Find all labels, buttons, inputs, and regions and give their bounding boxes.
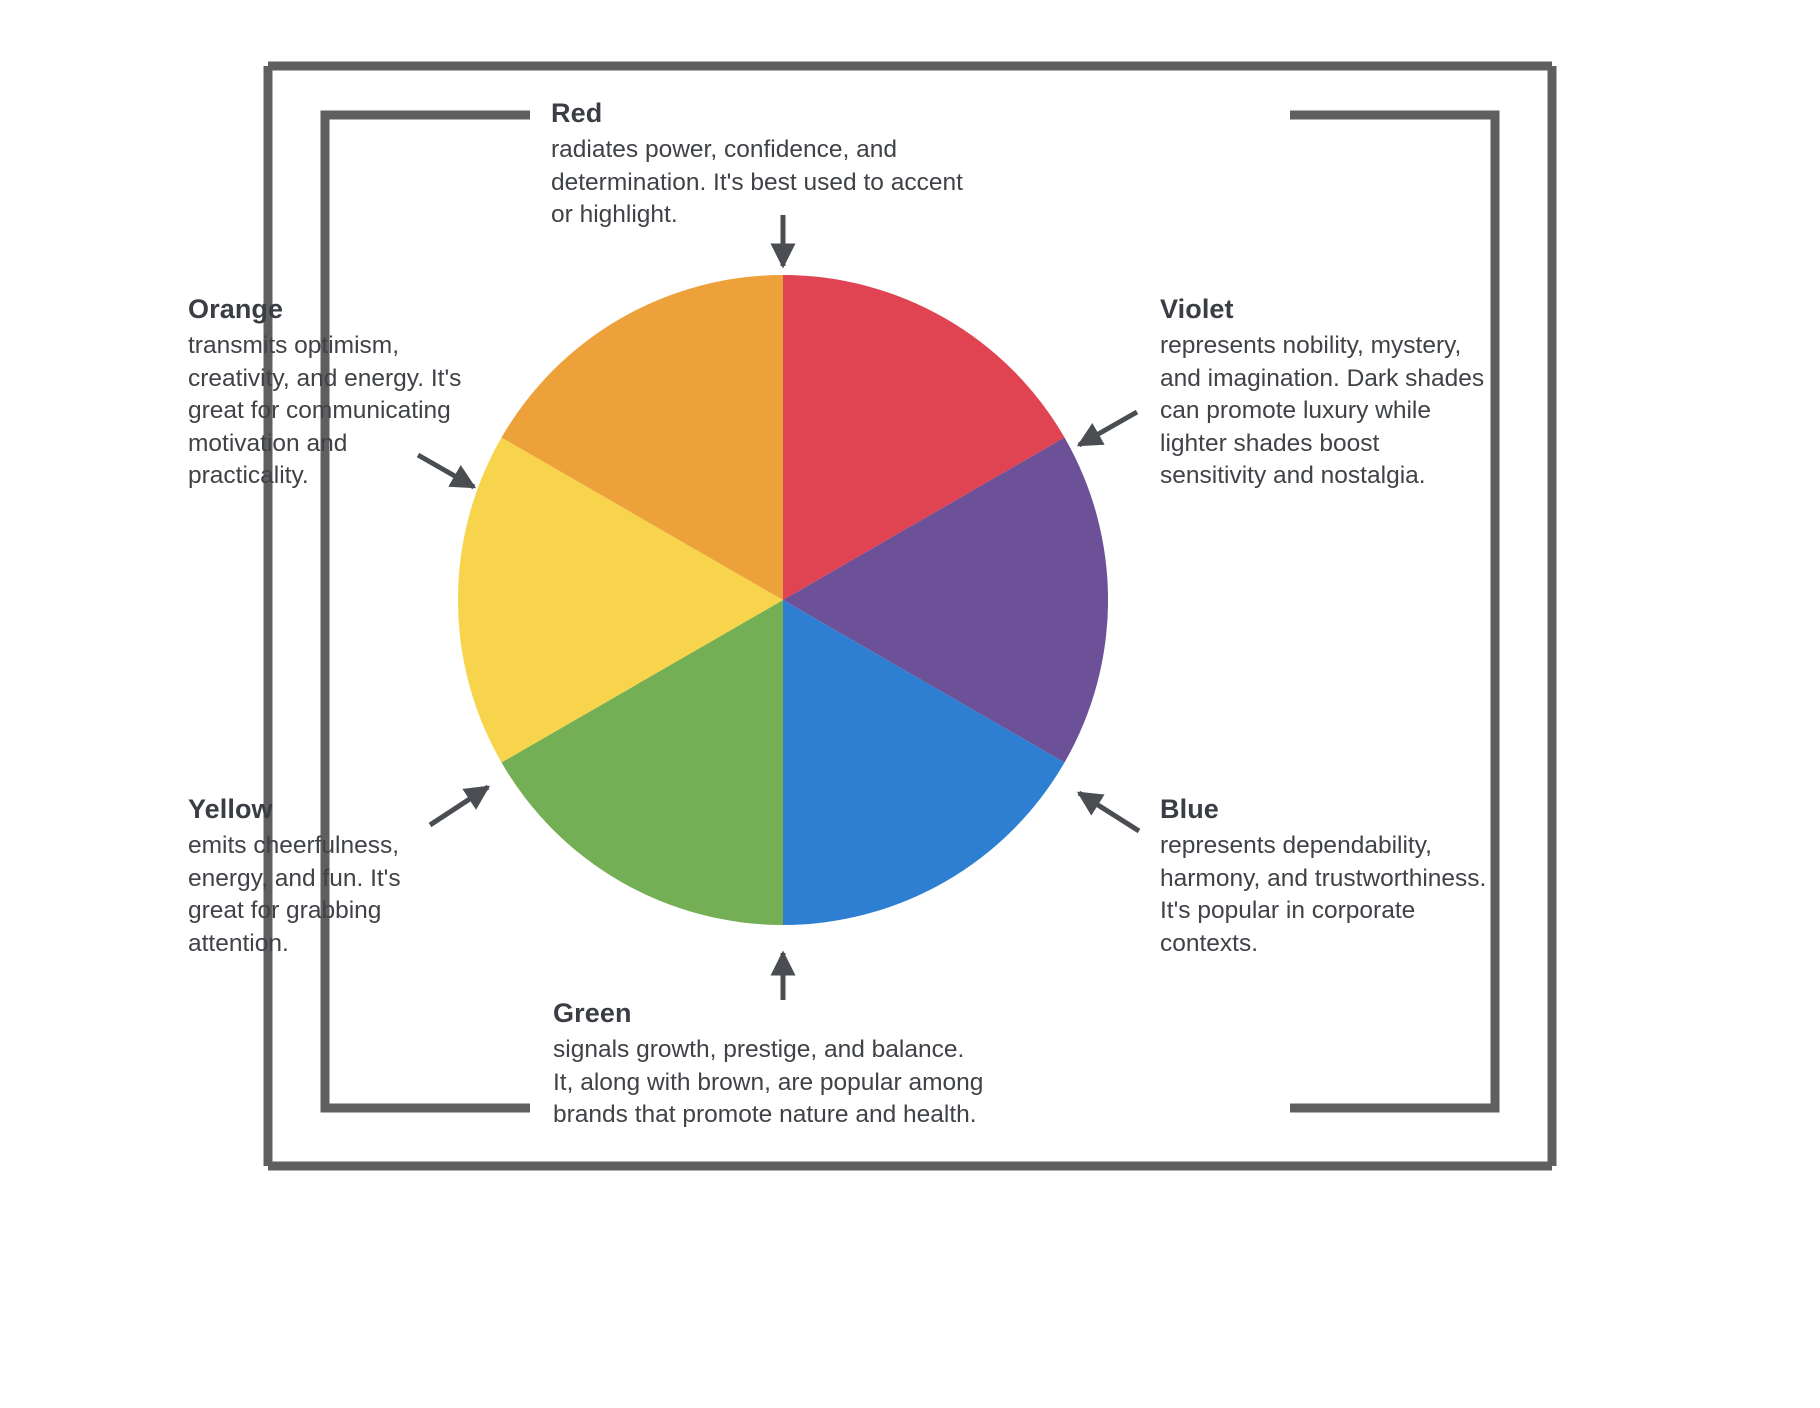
callout-orange-title: Orange xyxy=(188,294,284,324)
callout-yellow-description: emits cheerfulness, energy, and fun. It'… xyxy=(188,832,401,957)
wheel-segment-orange[interactable] xyxy=(501,275,784,600)
callout-blue-description: represents dependability, harmony, and t… xyxy=(1160,832,1487,957)
callout-yellow: Yellow emits cheerfulness, energy, and f… xyxy=(188,794,518,960)
callout-violet-description: represents nobility, mystery, and imagin… xyxy=(1160,332,1485,490)
color-wheel xyxy=(458,275,1108,925)
callout-blue: Blue represents dependability, harmony, … xyxy=(1160,794,1580,960)
callout-orange: Orange transmits optimism, creativity, a… xyxy=(188,294,518,493)
wheel-segment-blue[interactable] xyxy=(783,600,1065,925)
wheel-segment-violet[interactable] xyxy=(783,437,1108,763)
callout-red: Red radiates power, confidence, and dete… xyxy=(551,98,1071,232)
wheel-segment-yellow[interactable] xyxy=(458,437,783,763)
wheel-segment-red[interactable] xyxy=(783,275,1065,600)
callout-orange-description: transmits optimism, creativity, and ener… xyxy=(188,332,462,490)
callout-green: Green signals growth, prestige, and bala… xyxy=(553,998,1073,1132)
callout-violet: Violet represents nobility, mystery, and… xyxy=(1160,294,1580,493)
callout-red-title: Red xyxy=(551,98,603,128)
callout-red-description: radiates power, confidence, and determin… xyxy=(551,136,963,229)
callout-green-description: signals growth, prestige, and balance. I… xyxy=(553,1036,984,1129)
callout-green-title: Green xyxy=(553,998,632,1028)
callout-violet-title: Violet xyxy=(1160,294,1234,324)
wheel-segment-green[interactable] xyxy=(501,600,784,925)
callout-blue-title: Blue xyxy=(1160,794,1219,824)
callout-yellow-title: Yellow xyxy=(188,794,273,824)
